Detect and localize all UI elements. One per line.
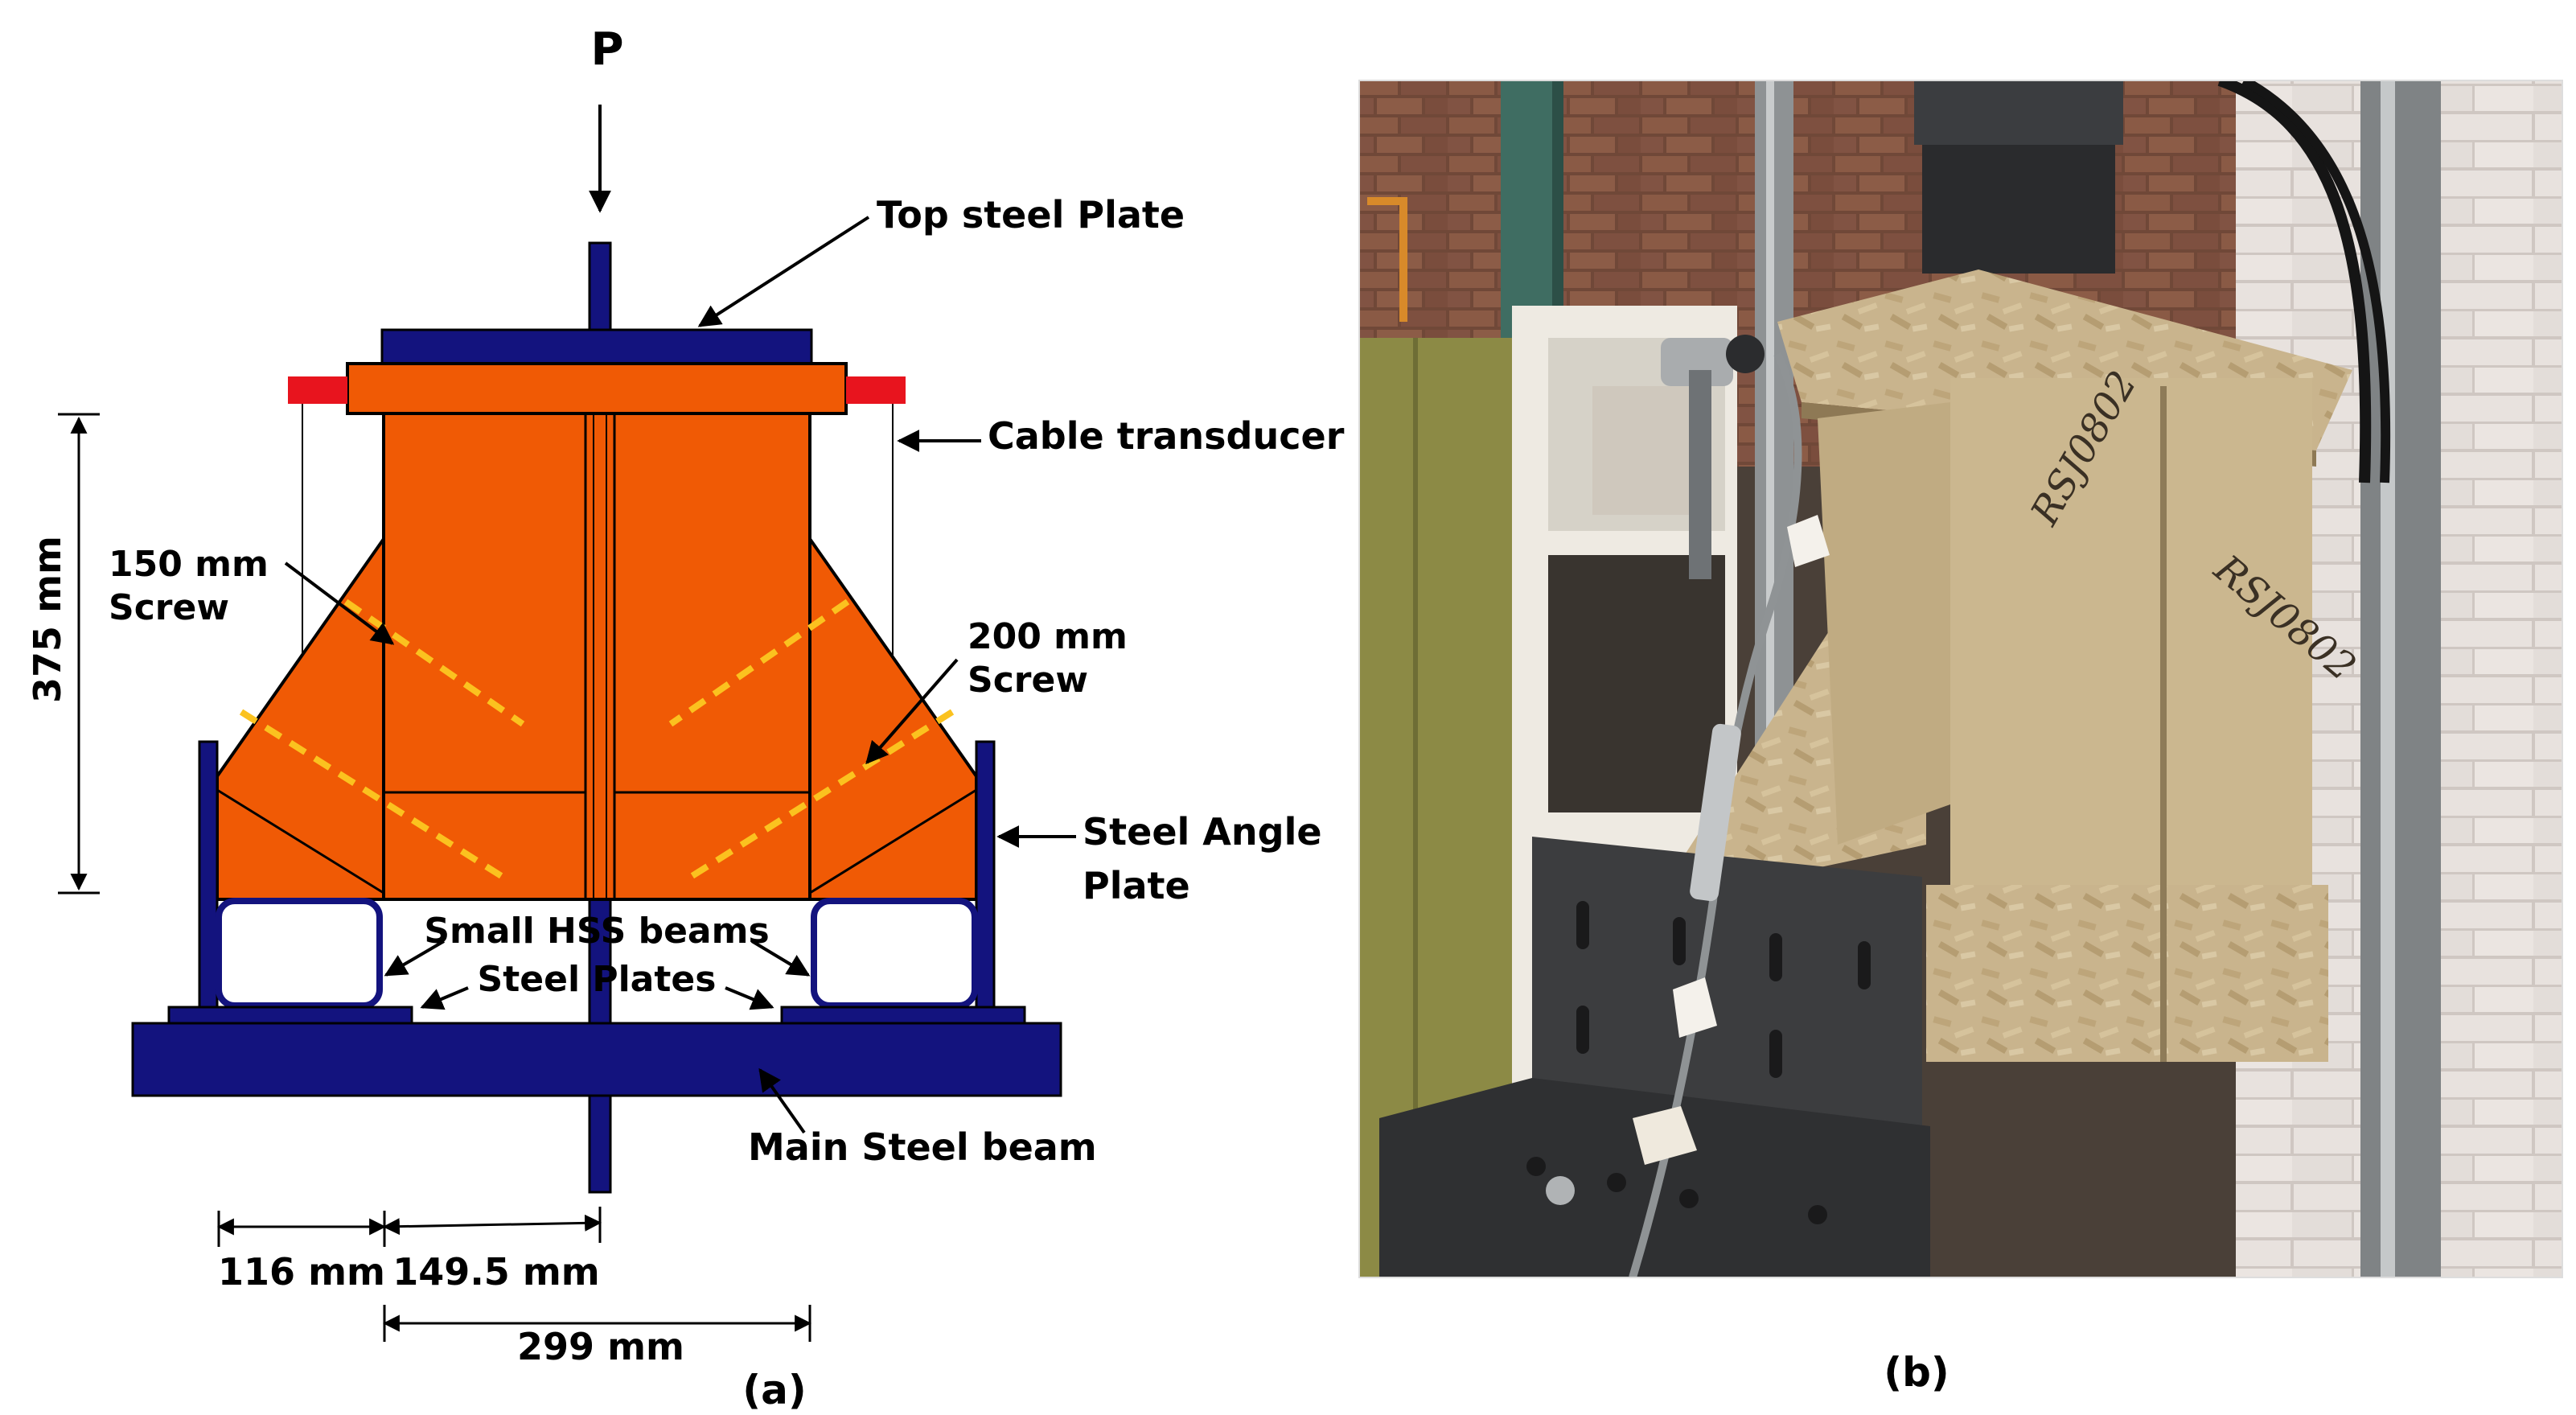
caption-b: (b) <box>1884 1349 1949 1396</box>
dim-375-label: 375 mm <box>26 536 69 703</box>
central-column <box>382 412 811 901</box>
load-label: P <box>590 23 623 76</box>
label-150mm-screw: Screw <box>109 587 229 628</box>
photo-bolt <box>1546 1176 1575 1205</box>
photo-tag-1 <box>1787 515 1830 567</box>
photo-tag-3 <box>1633 1106 1697 1165</box>
photo-transducer-knob <box>1726 335 1765 373</box>
photo-lvdt <box>1690 723 1741 902</box>
photo-left-member <box>1818 402 1950 845</box>
photo-cable-transducer <box>1661 338 1733 386</box>
panel-b-photo: RSJ0802 RSJ0802 <box>1358 80 2563 1396</box>
photo-timber-base <box>1926 885 2328 1062</box>
leader-150mm <box>284 561 395 645</box>
photo-actuator-mount <box>1914 80 2123 145</box>
screw-200-right <box>688 709 955 880</box>
photo-timber-column <box>1950 378 2312 893</box>
screw-150-right <box>668 598 850 727</box>
steel-angle-right <box>975 740 996 1009</box>
dim-149-label: 149.5 mm <box>392 1250 599 1294</box>
screw-150-left <box>343 598 525 727</box>
label-small-hss: Small HSS beams <box>424 911 769 952</box>
leader-main-steel-beam <box>758 1067 806 1134</box>
diag-line-right <box>809 788 977 895</box>
photo-shelf-inner-2 <box>1548 555 1725 812</box>
leader-hss-left <box>384 940 446 977</box>
transducer-bracket-left <box>288 376 347 404</box>
leader-200mm <box>865 658 959 765</box>
leader-hss-right <box>750 940 811 977</box>
photo-angle-holes <box>1526 901 1871 1224</box>
photo-rod-right-highlight <box>2381 80 2395 1277</box>
dim-116-label: 116 mm <box>218 1250 385 1294</box>
label-steel-angle-plate: Plate <box>1083 864 1190 907</box>
top-steel-plate <box>380 328 813 365</box>
label-steel-plates: Steel Plates <box>478 959 717 1000</box>
photo-hoses-2 <box>2241 80 2391 483</box>
timber-cap <box>346 362 848 415</box>
photo-shelf-box <box>1592 386 1705 515</box>
label-200mm-screw: Screw <box>968 660 1088 701</box>
label-cable-transducer: Cable transducer <box>988 414 1345 458</box>
leader-plates-left <box>420 986 469 1010</box>
screw-200-left <box>239 709 505 880</box>
leader-plates-right <box>725 986 774 1010</box>
label-top-steel-plate: Top steel Plate <box>877 193 1185 237</box>
label-steel-angle: Steel Angle <box>1083 810 1322 854</box>
main-steel-beam <box>131 1022 1062 1097</box>
photo-tag-2 <box>1673 977 1717 1038</box>
photo-steel-angle-top <box>1379 1078 1930 1277</box>
transducer-bracket-right <box>846 376 906 404</box>
photo-rod-left-highlight <box>1766 80 1774 1277</box>
steel-plate-right <box>780 1006 1026 1025</box>
label-150mm: 150 mm <box>109 544 269 585</box>
leader-top-steel-plate <box>697 216 870 327</box>
photo-frame <box>1358 80 2563 1278</box>
steel-plate-left <box>167 1006 413 1025</box>
label-main-steel-beam: Main Steel beam <box>748 1125 1097 1169</box>
label-200mm: 200 mm <box>968 616 1128 657</box>
photo-orange-line <box>1367 197 1407 322</box>
diagonal-member-left <box>216 533 385 901</box>
dim-299-label: 299 mm <box>517 1325 684 1368</box>
steel-angle-left <box>198 740 219 1009</box>
photo-lvdt-body <box>1689 370 1711 579</box>
photo-hoses <box>2217 80 2372 483</box>
hss-beam-right <box>811 898 978 1009</box>
panel-a-schematic: P <box>26 23 1345 1413</box>
dim-149-line <box>382 1214 602 1236</box>
hss-beam-left <box>216 898 383 1009</box>
caption-a: (a) <box>742 1367 806 1413</box>
diag-line-left <box>216 788 384 895</box>
